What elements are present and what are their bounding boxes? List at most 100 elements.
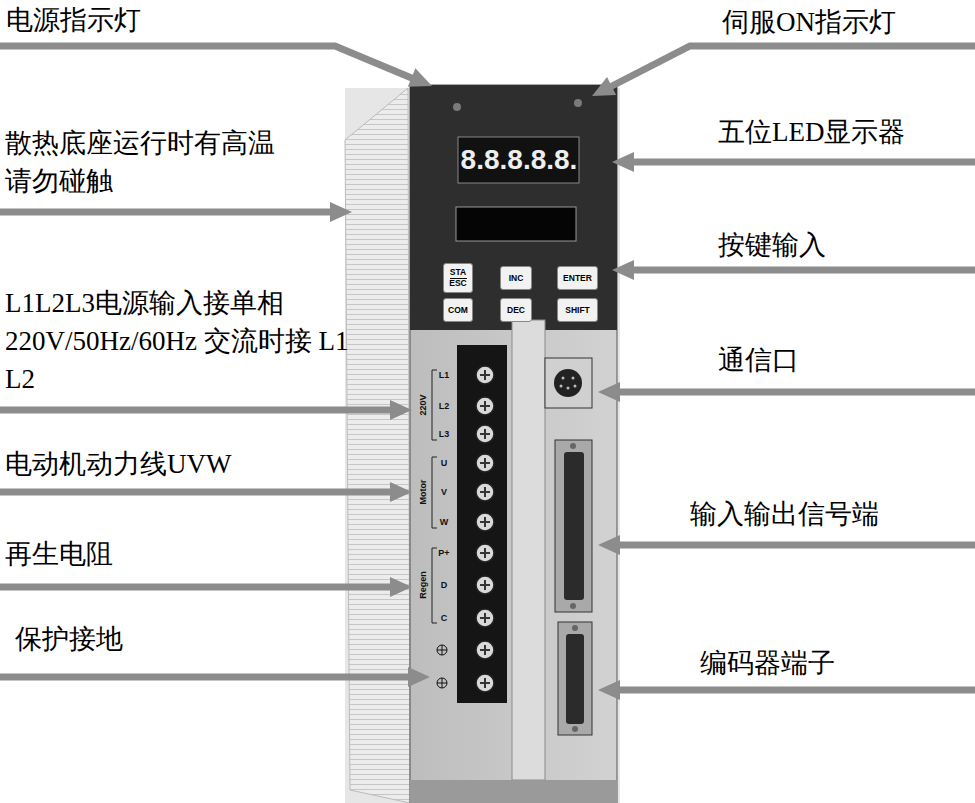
- button-text: COM: [448, 305, 468, 316]
- key-button: INC: [500, 266, 532, 290]
- terminal-screw: [476, 513, 494, 531]
- bracket: [432, 548, 437, 623]
- callout-text: 再生电阻: [5, 537, 113, 571]
- callout-text: 按键输入: [718, 228, 826, 262]
- terminal-screw: [476, 609, 494, 627]
- terminal-screw: [476, 397, 494, 415]
- callout-arrow: [0, 674, 408, 681]
- key-button: COM: [443, 298, 473, 322]
- terminal-group-label: Motor: [418, 480, 428, 505]
- callout-arrow: [0, 46, 414, 79]
- callout-arrow: [0, 209, 332, 216]
- callout-text: 保护接地: [15, 622, 123, 656]
- callout-text: 电动机动力线UVW: [5, 447, 231, 481]
- terminal-screw: [476, 544, 494, 562]
- arrow-head: [592, 77, 616, 96]
- arrow-head: [598, 535, 620, 555]
- pin: [562, 377, 565, 380]
- callout-text: 散热底座运行时有高温 请勿碰触: [5, 124, 290, 200]
- arrow-head: [390, 577, 412, 597]
- bracket: [432, 457, 437, 528]
- terminal-screw: [476, 483, 494, 501]
- callout-text: 伺服ON指示灯: [722, 5, 896, 39]
- callout-arrow: [618, 542, 975, 549]
- terminal-block: [457, 345, 507, 703]
- io-socket: [564, 452, 584, 600]
- terminal-label: V: [441, 487, 447, 497]
- callout-arrow: [632, 159, 975, 166]
- pin: [560, 385, 563, 388]
- key-button: ENTER: [557, 266, 598, 290]
- terminal-label: W: [440, 517, 449, 527]
- arrow-head: [390, 400, 412, 420]
- comm-port: [545, 358, 592, 408]
- terminal-label: L2: [439, 401, 450, 411]
- callout-arrow: [618, 389, 975, 396]
- connector-screw: [572, 726, 578, 732]
- heatsink: [345, 88, 410, 803]
- callout-arrow: [0, 407, 392, 414]
- arrow-head: [612, 152, 634, 172]
- control-panel: [410, 85, 617, 330]
- callout-arrow: [610, 46, 975, 87]
- callout-text: 输入输出信号端: [690, 497, 879, 531]
- terminal-screw: [476, 366, 494, 384]
- bracket: [432, 370, 437, 440]
- terminal-label: U: [441, 458, 448, 468]
- panel-base: [410, 780, 617, 803]
- connector-screw: [572, 625, 578, 631]
- arrow-head: [330, 202, 352, 222]
- encoder-socket: [566, 634, 584, 724]
- terminal-screw: [476, 454, 494, 472]
- terminal-label: L3: [439, 429, 450, 439]
- panel-ridge: [512, 320, 545, 780]
- callout-arrow: [0, 489, 392, 496]
- terminal-label: D: [441, 580, 448, 590]
- key-button: DEC: [500, 298, 532, 322]
- io-connector: [555, 440, 592, 612]
- button-text: SHIFT: [565, 305, 590, 316]
- display-window: [456, 207, 576, 241]
- arrow-head: [612, 260, 634, 280]
- callout-text: L1L2L3电源输入接单相 220V/50Hz/60Hz 交流时接 L1 L2: [5, 284, 350, 398]
- servo-on-led: [574, 99, 582, 107]
- encoder-connector: [558, 622, 592, 735]
- terminal-group-label: Regen: [418, 571, 428, 599]
- connector-screw: [570, 603, 576, 609]
- pin: [567, 387, 570, 390]
- ground-symbol: [437, 678, 447, 688]
- callout-arrow: [0, 584, 392, 591]
- callout-text: 编码器端子: [700, 646, 835, 680]
- button-text: DEC: [507, 305, 525, 316]
- arrow-head: [390, 482, 412, 502]
- callout-text: 电源指示灯: [6, 3, 141, 37]
- callout-text: 五位LED显示器: [718, 115, 905, 149]
- pin: [572, 377, 575, 380]
- terminal-screw: [476, 674, 494, 692]
- terminal-screw: [476, 425, 494, 443]
- arrow-head: [408, 667, 430, 687]
- front-panel: [410, 85, 617, 803]
- key-button: SHIFT: [557, 298, 598, 322]
- terminal-screw: [476, 641, 494, 659]
- ground-symbol: [437, 645, 447, 655]
- led-display: [458, 137, 579, 183]
- button-text: STA ESC: [448, 267, 468, 289]
- connector-screw: [570, 443, 576, 449]
- comm-socket: [554, 369, 582, 397]
- terminal-label: C: [441, 613, 448, 623]
- callout-arrow: [632, 267, 975, 274]
- power-led: [453, 103, 461, 111]
- arrow-head: [408, 68, 432, 87]
- arrow-head: [598, 680, 620, 700]
- callout-arrow: [618, 687, 975, 694]
- display-digits: 8.8.8.8.8.: [461, 140, 578, 180]
- key-button: STA ESC: [443, 263, 473, 293]
- button-text: INC: [509, 273, 524, 284]
- terminal-label: L1: [439, 370, 450, 380]
- terminal-group-label: 220V: [418, 394, 428, 415]
- terminal-screw: [476, 576, 494, 594]
- pin: [574, 385, 577, 388]
- terminal-label: P+: [438, 548, 449, 558]
